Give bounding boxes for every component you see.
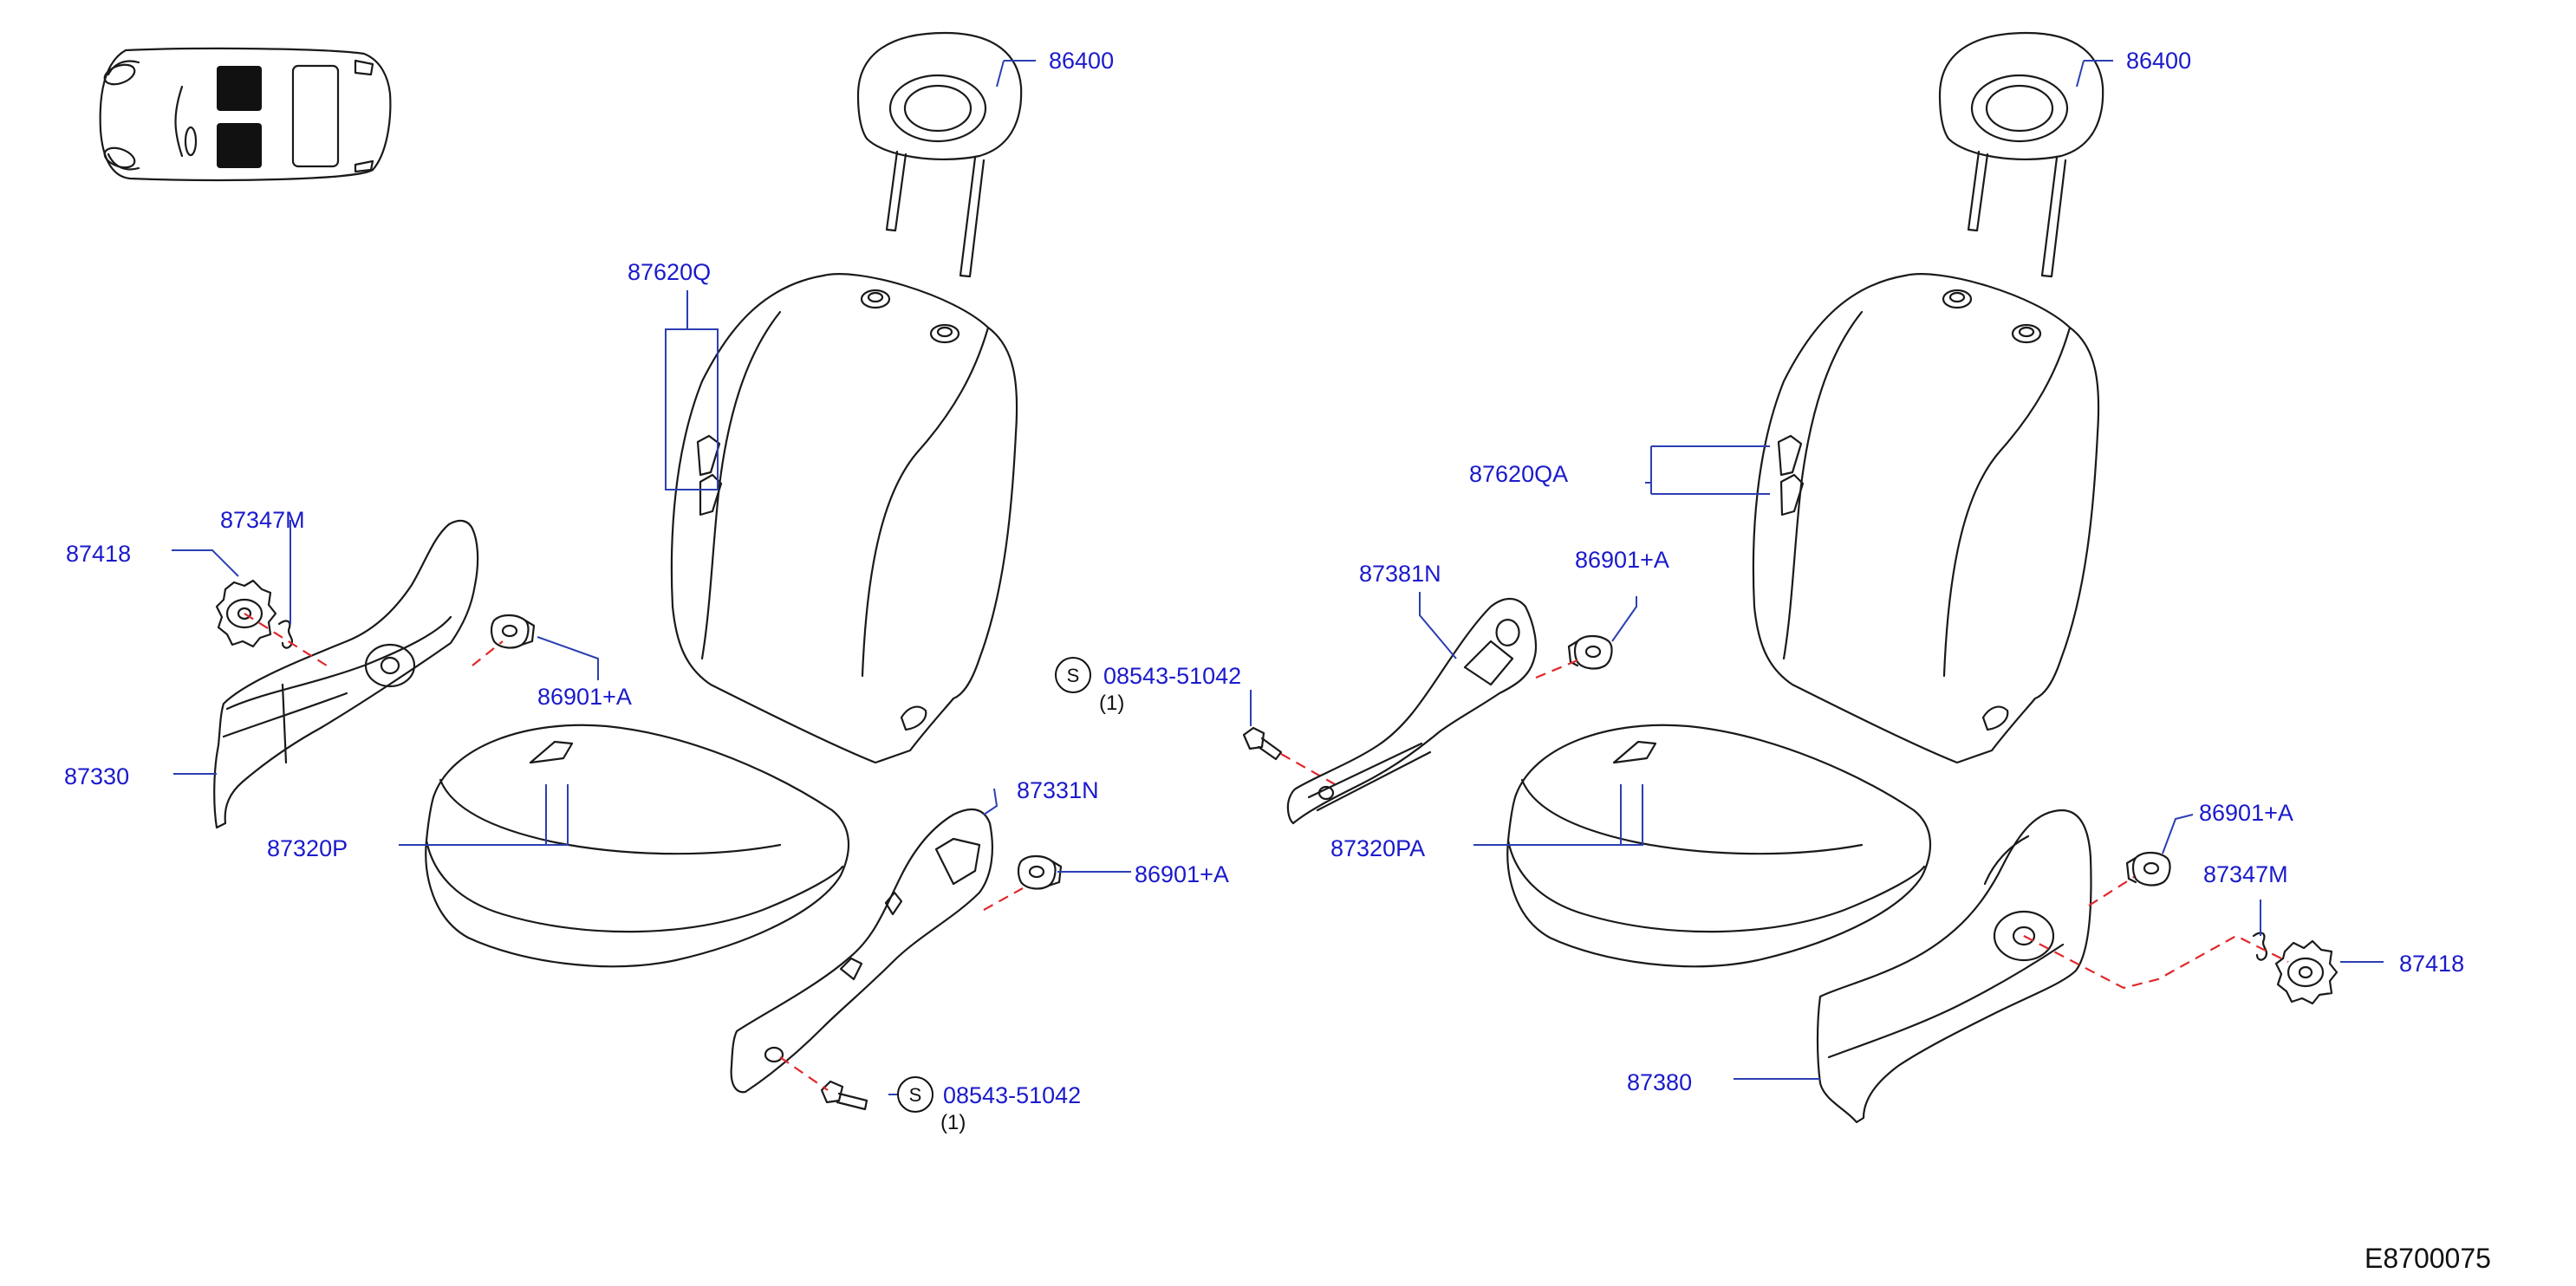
clip-86901a-right-inner [1567,634,1613,670]
label-87620q: 87620Q [628,259,711,285]
label-87331n: 87331N [1017,777,1099,803]
bolt-center [1242,726,1283,761]
label-86400-left: 86400 [1049,48,1114,74]
headrest-right [1938,31,2104,278]
label-86901a-left-inner: 86901+A [1135,861,1229,887]
clip-86901a-left-outer [490,614,536,649]
clip-87347m-right [2252,932,2267,961]
label-87347m-left: 87347M [220,507,305,533]
vehicle-locator-icon [99,47,392,181]
s-symbol-left-text: S [909,1084,922,1106]
s-symbol-center-text: S [1067,665,1080,686]
label-bolt-center: 08543-51042 [1103,663,1241,689]
inner-finisher-right [1286,597,1538,825]
outer-finisher-left [213,519,479,829]
label-86901a-right-outer: 86901+A [2199,800,2293,826]
diagram-code: E8700075 [2365,1243,2491,1274]
seatback-left [670,273,1018,764]
label-87620qa: 87620QA [1469,461,1568,487]
label-87320pa: 87320PA [1330,835,1425,861]
headrest-left [856,31,1023,278]
s-symbol-center [1055,657,1091,693]
label-bolt-left: 08543-51042 [943,1082,1081,1108]
s-symbol-left [897,1076,933,1113]
leader-lines [172,60,2384,1095]
label-86901a-right-inner: 86901+A [1575,547,1669,573]
label-87330: 87330 [64,763,129,789]
label-87418-right: 87418 [2399,951,2464,977]
part-labels: 86400 86400 87620Q 87620QA 87418 87347M … [64,48,2491,1274]
label-bolt-left-qty: (1) [940,1111,966,1134]
clip-86901a-right-outer [2125,851,2171,887]
recliner-knob-right [2274,939,2339,1005]
label-87320p: 87320P [267,835,348,861]
seatback-right [1752,273,2100,764]
label-86400-right: 86400 [2126,48,2191,74]
label-87347m-right: 87347M [2203,861,2288,887]
front-left-seat-marker [217,66,262,111]
label-87380: 87380 [1627,1069,1692,1095]
seat-cushion-right [1506,724,1931,968]
clip-86901a-left-inner [1017,854,1063,890]
bolt-left [820,1080,868,1111]
label-bolt-center-qty: (1) [1099,692,1124,715]
label-87418-left: 87418 [66,541,131,567]
label-86901a-left-outer: 86901+A [537,684,632,710]
inner-finisher-left [730,808,993,1094]
clip-87347m-left [277,620,293,649]
label-87381n: 87381N [1359,561,1441,587]
outer-finisher-right [1816,809,2092,1124]
front-right-seat-marker [217,123,262,168]
